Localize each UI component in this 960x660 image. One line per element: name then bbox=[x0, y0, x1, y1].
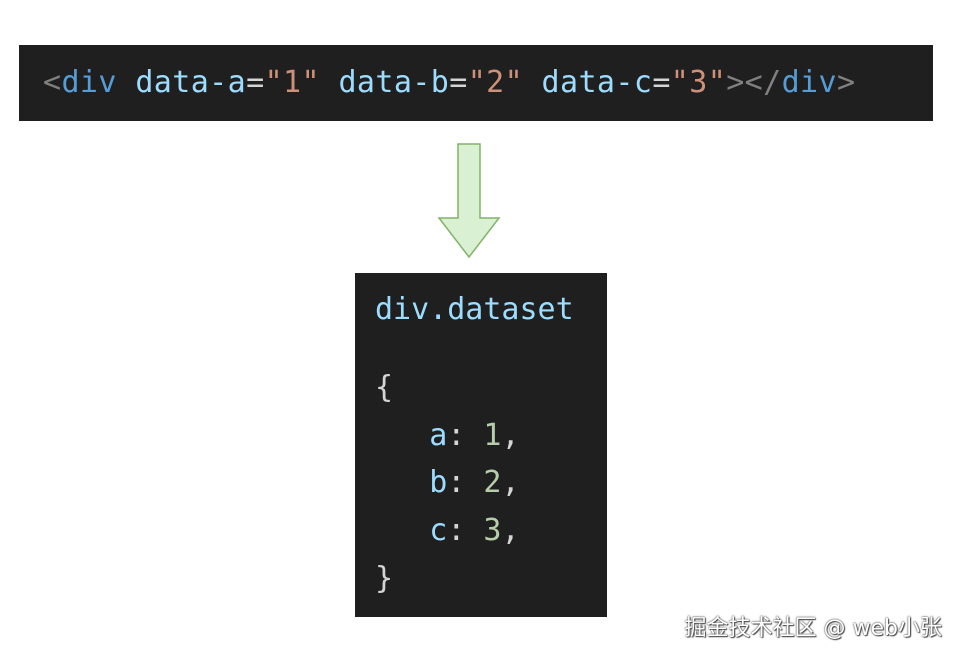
watermark: 掘金技术社区 @ web小张 bbox=[684, 616, 942, 641]
attr-value-b: "2" bbox=[467, 65, 524, 100]
open-brace: { bbox=[375, 370, 394, 405]
attr-name-a: data-a bbox=[135, 65, 247, 100]
entry-value-b: 2 bbox=[483, 465, 502, 500]
attr-eq-a: = bbox=[246, 65, 265, 100]
down-arrow-icon bbox=[437, 143, 501, 259]
close-angle-bracket: > bbox=[836, 65, 856, 100]
attr-eq-c: = bbox=[652, 65, 671, 100]
entry-comma-a: , bbox=[501, 418, 520, 453]
entry-sep-a: : bbox=[447, 418, 484, 453]
attr-eq-b: = bbox=[449, 65, 468, 100]
close-brace-line: } bbox=[375, 561, 393, 597]
close-tag-name: div bbox=[781, 65, 837, 100]
down-arrow-shape bbox=[437, 143, 501, 259]
entry-value-a: 1 bbox=[483, 418, 502, 453]
entry-key-b: b bbox=[429, 465, 448, 500]
html-code-line: <div data-a="1" data-b="2" data-c="3"></… bbox=[43, 45, 855, 121]
dataset-entry-c: c: 3, bbox=[375, 513, 520, 549]
dataset-entry-a: a: 1, bbox=[375, 418, 520, 454]
dataset-code-block: div.dataset { a: 1, b: 2, c: 3, } bbox=[355, 273, 607, 617]
attr-name-b: data-b bbox=[338, 65, 450, 100]
html-code-block: <div data-a="1" data-b="2" data-c="3"></… bbox=[19, 45, 933, 121]
entry-comma-c: , bbox=[501, 513, 520, 548]
attr-value-c: "3" bbox=[670, 65, 727, 100]
entry-key-c: c bbox=[429, 513, 448, 548]
entry-sep-c: : bbox=[447, 513, 484, 548]
close-open-bracket: ></ bbox=[726, 65, 782, 100]
dataset-expression: div.dataset bbox=[375, 292, 574, 328]
entry-sep-b: : bbox=[447, 465, 484, 500]
open-angle-bracket: < bbox=[43, 65, 62, 100]
entry-value-c: 3 bbox=[483, 513, 502, 548]
entry-comma-b: , bbox=[501, 465, 520, 500]
attr-name-c: data-c bbox=[541, 65, 653, 100]
open-brace-line: { bbox=[375, 370, 393, 406]
dataset-entry-b: b: 2, bbox=[375, 465, 520, 501]
close-brace: } bbox=[375, 561, 394, 596]
attr-value-a: "1" bbox=[264, 65, 320, 100]
dataset-expression-text: div.dataset bbox=[375, 292, 574, 327]
entry-key-a: a bbox=[429, 418, 448, 453]
tag-name: div bbox=[61, 65, 117, 100]
